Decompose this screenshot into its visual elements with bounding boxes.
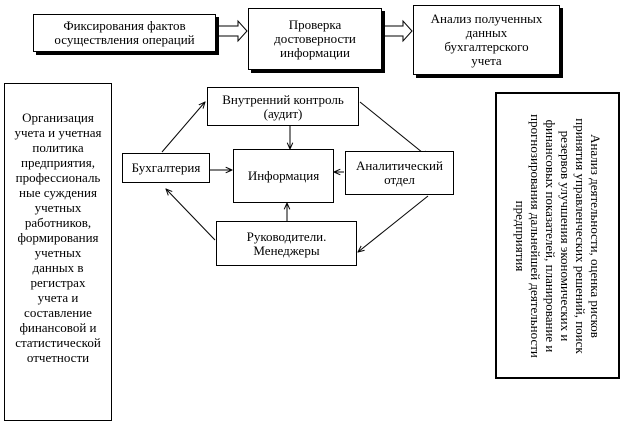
arrow-control-to-analytics <box>359 101 428 157</box>
box-managers-label: Руководители. Менеджеры <box>246 228 327 258</box>
arrow-accounting-to-control <box>161 102 205 153</box>
box-analytics-label: Аналитический отдел <box>356 158 443 187</box>
box-information: Информация <box>233 149 334 203</box>
panel-accounting-organization-text: Организация учета и учетная политика пре… <box>14 110 102 365</box>
box-analytics: Аналитический отдел <box>345 151 454 195</box>
box-internal-control: Внутренний контроль (аудит) <box>207 87 359 126</box>
box-recording: Фиксирования фактов осуществления операц… <box>33 14 216 52</box>
arrow-analytics-to-managers <box>358 195 429 252</box>
arrow-managers-to-accounting <box>166 189 216 241</box>
panel-activity-analysis: Анализ деятельности, оценка рисков приня… <box>495 92 620 379</box>
box-accounting-label: Бухгалтерия <box>131 160 201 175</box>
panel-accounting-organization: Организация учета и учетная политика пре… <box>4 83 112 421</box>
box-verification: Проверка достоверности информации <box>248 8 382 70</box>
box-verification-label: Проверка достоверности информации <box>274 17 356 60</box>
box-internal-control-label: Внутренний контроль (аудит) <box>222 91 344 121</box>
box-information-label: Информация <box>247 168 320 183</box>
block-arrow-recording-to-verification <box>215 19 248 43</box>
block-arrow-verification-to-analysis <box>382 19 413 43</box>
box-managers: Руководители. Менеджеры <box>216 221 357 266</box>
box-analysis-label: Анализ полученных данных бухгалтерского … <box>430 11 543 68</box>
box-accounting: Бухгалтерия <box>122 153 210 183</box>
box-recording-label: Фиксирования фактов осуществления операц… <box>54 18 195 47</box>
box-analysis: Анализ полученных данных бухгалтерского … <box>413 5 560 75</box>
panel-activity-analysis-text: Анализ деятельности, оценка рисков приня… <box>512 113 603 358</box>
